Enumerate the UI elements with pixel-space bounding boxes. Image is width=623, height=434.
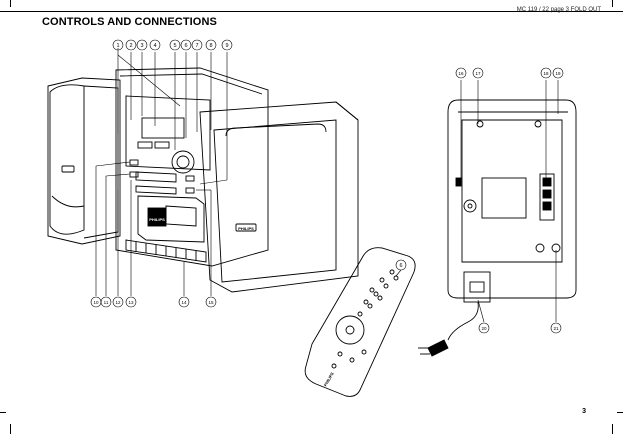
callout-13: 13 <box>128 300 134 305</box>
header-reference: MC 119 / 22 page 3 FOLD OUT <box>516 7 601 13</box>
callout-5: 5 <box>173 43 176 49</box>
callout-20: 20 <box>481 326 487 331</box>
rear-view-unit <box>418 99 577 357</box>
crop-mark-mid-left <box>0 412 6 413</box>
callout-19: 19 <box>555 71 561 76</box>
callout-2: 2 <box>129 43 132 49</box>
callout-circles <box>90 39 564 334</box>
callout-18: 18 <box>543 71 549 76</box>
crop-mark-top-right <box>612 0 613 7</box>
remote-brand: PHILIPS <box>323 371 335 387</box>
callout-3: 3 <box>140 43 143 49</box>
crop-mark-mid-right <box>617 412 623 413</box>
page-title: CONTROLS AND CONNECTIONS <box>42 16 217 28</box>
crop-mark-top-left <box>10 0 11 7</box>
remote-control <box>304 247 416 397</box>
callout-6-remote: 6 <box>399 263 402 269</box>
callout-12: 12 <box>115 300 121 305</box>
callout-11: 11 <box>104 300 109 305</box>
front-brand: PHILIPS <box>149 217 165 222</box>
callout-15: 15 <box>208 300 214 305</box>
callout-8: 8 <box>209 43 212 49</box>
main-unit <box>115 67 269 267</box>
callout-6: 6 <box>184 43 187 49</box>
callout-21: 21 <box>553 326 559 331</box>
callout-numbers: 1 2 3 4 5 6 7 8 9 10 11 12 13 14 15 16 1… <box>93 43 561 331</box>
callout-leader-lines <box>95 48 559 323</box>
callout-16: 16 <box>458 71 464 76</box>
page-number: 3 <box>582 408 586 415</box>
callout-17: 17 <box>475 71 481 76</box>
callout-1: 1 <box>116 43 119 49</box>
callout-7: 7 <box>195 43 198 49</box>
crop-mark-bottom-right <box>612 424 613 434</box>
right-speaker <box>199 101 359 293</box>
callout-9: 9 <box>225 43 228 49</box>
header-rule <box>0 11 623 12</box>
callout-14: 14 <box>181 300 187 305</box>
speaker-brand: PHILIPS <box>238 226 254 231</box>
crop-mark-bottom-left <box>10 424 11 434</box>
callout-4: 4 <box>153 43 156 49</box>
left-speaker <box>47 77 121 245</box>
callout-10: 10 <box>93 300 99 305</box>
